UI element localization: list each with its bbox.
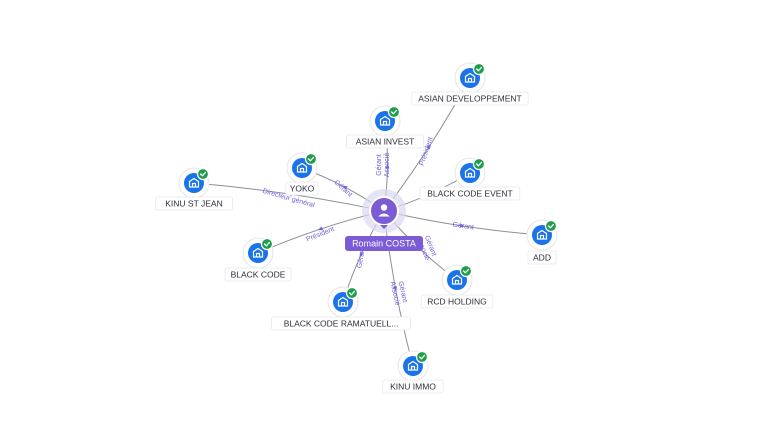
edge-label: GérantAssocié	[376, 153, 391, 178]
edge-arrow-icon	[342, 185, 348, 190]
building-icon	[252, 247, 264, 258]
node-label[interactable]: BLACK CODE RAMATUELL...	[271, 316, 411, 331]
node-label-text: ASIAN INVEST	[356, 137, 415, 147]
edge-arrow-icon	[317, 226, 324, 231]
node-label-text: BLACK CODE RAMATUELL...	[284, 319, 399, 329]
edge-arrow-icon	[385, 163, 390, 169]
company-node-asian-developpement[interactable]: ASIAN DEVELOPPEMENT	[411, 62, 529, 106]
edge-arrow-icon	[426, 144, 431, 150]
node-label[interactable]: YOKO	[285, 181, 319, 196]
node-label-text: ADD	[533, 253, 551, 263]
company-node-kinu-st-jean[interactable]: KINU ST JEAN	[154, 167, 233, 211]
node-label[interactable]: BLACK CODE	[224, 267, 292, 282]
company-node-black-code[interactable]: BLACK CODE	[224, 237, 292, 282]
verified-check-icon	[415, 350, 429, 364]
verified-check-icon	[472, 62, 486, 76]
company-node-rcd-holding[interactable]: RCD HOLDING	[420, 264, 494, 309]
node-label-text: YOKO	[290, 184, 315, 194]
verified-check-icon	[387, 105, 401, 119]
center-node[interactable]: Romain COSTA	[345, 189, 423, 251]
node-label[interactable]: BLACK CODE EVENT	[419, 186, 521, 201]
company-node-black-code-event[interactable]: BLACK CODE EVENT	[419, 157, 521, 201]
center-node-disc[interactable]	[369, 196, 399, 226]
edge-kinu-immo: GérantAssocié	[383, 210, 414, 367]
node-label[interactable]: ASIAN DEVELOPPEMENT	[411, 91, 529, 106]
company-node-asian-invest[interactable]: ASIAN INVEST	[345, 105, 424, 149]
edge-add: Gérant	[383, 210, 543, 236]
verified-check-icon	[345, 286, 359, 300]
edge-arrow-icon	[459, 223, 466, 228]
edge-arrow-icon	[393, 286, 398, 292]
edge-label: Gérant	[452, 222, 474, 232]
verified-check-icon	[304, 152, 318, 166]
node-label-text: RCD HOLDING	[427, 297, 487, 307]
edge-arrow-icon	[359, 252, 364, 258]
node-label[interactable]: KINU ST JEAN	[154, 196, 233, 211]
node-label-text: KINU IMMO	[390, 382, 436, 392]
node-label[interactable]: KINU IMMO	[382, 379, 444, 394]
verified-check-icon	[196, 167, 210, 181]
edge-label: Gérant	[356, 247, 367, 269]
node-label-text: KINU ST JEAN	[165, 199, 222, 209]
building-icon	[379, 115, 391, 126]
company-node-black-code-ramatuelle[interactable]: BLACK CODE RAMATUELL...	[271, 286, 411, 331]
node-label-text: BLACK CODE	[231, 270, 286, 280]
nodes-layer: ASIAN DEVELOPPEMENT ASIAN INVEST YOKO BLACK…	[154, 62, 558, 394]
building-icon	[337, 296, 349, 307]
building-icon	[464, 167, 476, 178]
building-icon	[188, 177, 200, 188]
person-icon	[378, 204, 390, 217]
node-label[interactable]: RCD HOLDING	[420, 294, 494, 309]
company-node-yoko[interactable]: YOKO	[285, 152, 319, 196]
verified-check-icon	[472, 157, 486, 171]
node-label[interactable]: ADD	[527, 250, 557, 265]
building-icon	[464, 72, 476, 83]
building-icon	[451, 274, 463, 285]
node-label-text: BLACK CODE EVENT	[427, 189, 513, 199]
company-node-kinu-immo[interactable]: KINU IMMO	[382, 350, 444, 394]
building-icon	[296, 162, 308, 173]
edge-label: Gérant	[333, 179, 354, 199]
company-node-add[interactable]: ADD	[526, 219, 558, 265]
node-label[interactable]: ASIAN INVEST	[345, 134, 424, 149]
building-icon	[536, 229, 548, 240]
verified-check-icon	[459, 264, 473, 278]
node-label-text: ASIAN DEVELOPPEMENT	[418, 94, 521, 104]
edge-label: GérantAssocié	[389, 279, 409, 306]
verified-check-icon	[544, 219, 558, 233]
verified-check-icon	[260, 237, 274, 251]
center-node-label: Romain COSTA	[352, 239, 416, 249]
building-icon	[407, 360, 419, 371]
